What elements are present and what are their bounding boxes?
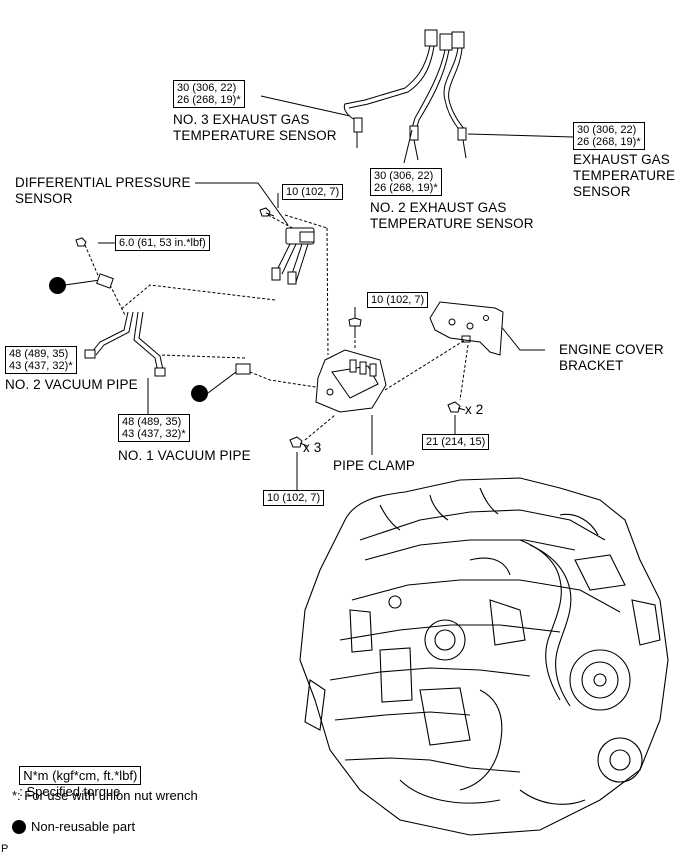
legend-nonreusable-dot	[12, 820, 26, 834]
torque-clamp-top-bolt: 10 (102, 7)	[367, 292, 429, 308]
torque-clamp-bottom-bolts: 10 (102, 7)	[263, 490, 325, 506]
label-exhaust-sensor: EXHAUST GAS TEMPERATURE SENSOR	[573, 152, 676, 199]
corner-mark: P	[1, 843, 9, 855]
legend-torque-key: N*m (kgf*cm, ft.*lbf)	[19, 766, 142, 785]
differential-pressure-sensor	[271, 227, 315, 285]
torque-bracket-bolts: 21 (214, 15)	[422, 434, 490, 450]
legend-torque: N*m (kgf*cm, ft.*lbf) : Specified torque	[12, 752, 142, 800]
label-no2-vacuum-pipe: NO. 2 VACUUM PIPE	[5, 377, 138, 392]
leader-diff-sensor	[195, 182, 289, 226]
bracket-bolt	[447, 401, 466, 413]
engine-illustration	[299, 477, 669, 836]
leader-no2-sensor	[403, 129, 413, 164]
torque-no2-sensor: 30 (306, 22) 26 (268, 19)*	[370, 168, 442, 196]
exhaust-sensor-harness	[343, 29, 467, 161]
pipe-clamp	[315, 349, 387, 413]
label-no1-vacuum-pipe: NO. 1 VACUUM PIPE	[118, 448, 251, 463]
non-reusable-marker	[191, 385, 208, 402]
label-pipe-clamp: PIPE CLAMP	[333, 458, 416, 473]
torque-vacuum-bolt: 6.0 (61, 53 in.*lbf)	[115, 235, 210, 251]
torque-exhaust-sensor: 30 (306, 22) 26 (268, 19)*	[573, 122, 645, 150]
torque-no1-vacuum-pipe: 48 (489, 35) 43 (437, 32)*	[118, 414, 190, 442]
quantity-x3: x 3	[303, 440, 322, 455]
torque-no2-vacuum-pipe: 48 (489, 35) 43 (437, 32)*	[5, 346, 77, 374]
label-no3-sensor: NO. 3 EXHAUST GAS TEMPERATURE SENSOR	[173, 112, 337, 143]
torque-no3-sensor: 30 (306, 22) 26 (268, 19)*	[173, 80, 245, 108]
non-reusable-marker	[49, 277, 66, 294]
diff-sensor-bolt	[259, 207, 275, 217]
torque-diff-sensor-bolt: 10 (102, 7)	[282, 184, 344, 200]
clamp-top-bolt	[348, 317, 362, 336]
vacuum-pipes	[84, 273, 251, 377]
leader-bracket	[499, 324, 545, 351]
quantity-x2: x 2	[465, 402, 484, 417]
legend-nonreusable: Non-reusable part	[31, 819, 136, 834]
leader-no3-sensor	[260, 95, 351, 117]
leader-exhaust-sensor	[467, 133, 574, 138]
legend-torque-desc: : Specified torque	[19, 784, 121, 799]
label-engine-cover-bracket: ENGINE COVER BRACKET	[559, 342, 664, 373]
leader-nonreusable-2	[207, 371, 237, 394]
engine-cover-bracket-part	[429, 301, 504, 356]
vacuum-bolt	[75, 237, 87, 247]
clamp-bottom-bolt	[289, 436, 308, 448]
leader-nonreusable-1	[64, 279, 101, 286]
label-diff-sensor: DIFFERENTIAL PRESSURE SENSOR	[15, 175, 191, 206]
legend-union-note: *: For use with union nut wrench	[12, 788, 198, 803]
label-no2-sensor: NO. 2 EXHAUST GAS TEMPERATURE SENSOR	[370, 200, 534, 231]
